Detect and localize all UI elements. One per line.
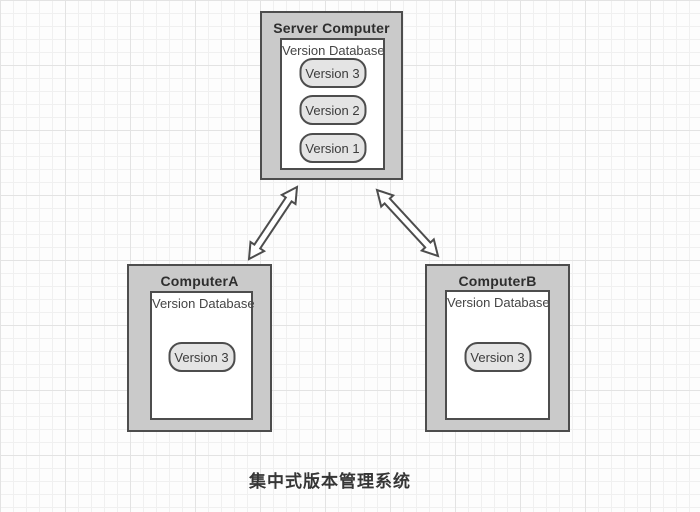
server-computer-title: Server Computer (273, 20, 390, 36)
computer-b-version-3-pill: Version 3 (464, 342, 531, 372)
arrow-server-computer-b (375, 188, 440, 258)
server-version-3-pill: Version 3 (299, 58, 366, 88)
computer-b-title: ComputerB (458, 273, 537, 289)
computer-a-version-database-box: Version Database Version 3 (150, 291, 255, 420)
computer-a-version-database-label: Version Database (152, 296, 255, 311)
server-version-database-box: Version Database Version 3 Version 2 Ver… (280, 38, 385, 170)
server-version-1-pill: Version 1 (299, 133, 366, 163)
computer-a-box: ComputerA Version Database Version 3 (127, 264, 272, 432)
server-version-database-label: Version Database (282, 43, 385, 58)
computer-b-version-database-box: Version Database Version 3 (445, 290, 550, 420)
computer-b-box: ComputerB Version Database Version 3 (425, 264, 570, 432)
computer-a-title: ComputerA (160, 273, 239, 289)
arrow-server-computer-a (247, 185, 299, 261)
diagram-caption: 集中式版本管理系统 (249, 472, 411, 491)
server-version-2-pill: Version 2 (299, 95, 366, 125)
server-computer-box: Server Computer Version Database Version… (260, 11, 403, 180)
computer-b-version-database-label: Version Database (447, 295, 550, 310)
computer-a-version-3-pill: Version 3 (168, 342, 235, 372)
